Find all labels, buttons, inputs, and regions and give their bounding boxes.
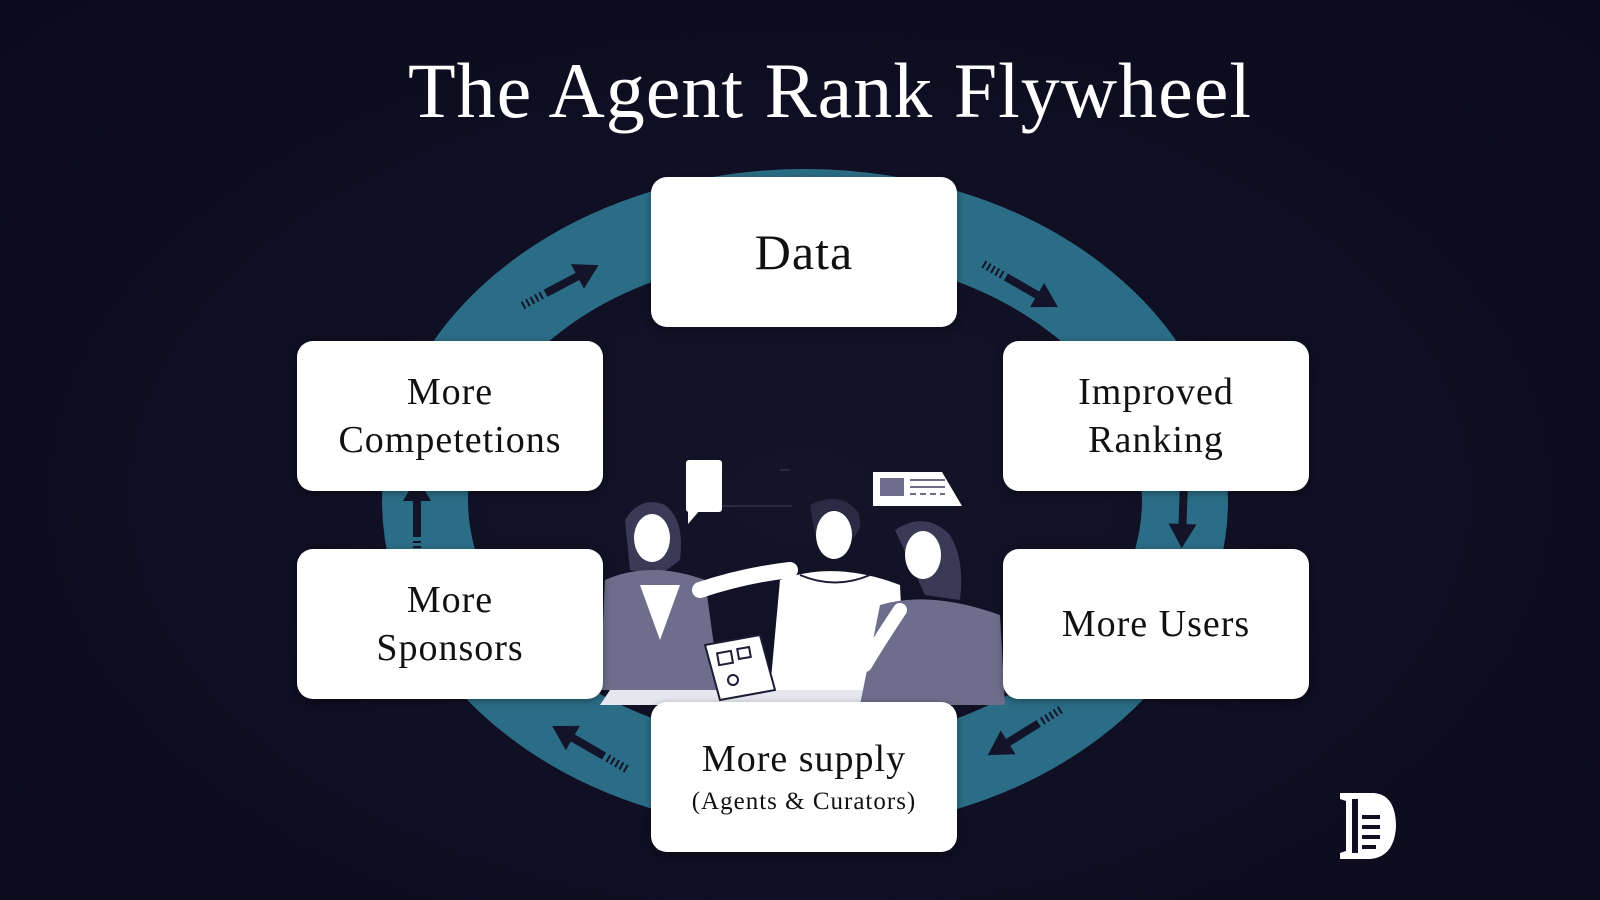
- node-more-supply-label: More supply: [701, 738, 907, 780]
- node-more-users-label: More Users: [1061, 603, 1251, 645]
- node-improved-ranking-line2: Ranking: [1088, 419, 1224, 461]
- node-more-sponsors: More Sponsors: [297, 549, 603, 699]
- speech-bubble-icon: [686, 460, 792, 524]
- tablet-icon: [703, 633, 777, 702]
- arrow-icon: [520, 264, 599, 310]
- node-more-supply-sublabel: (Agents & Curators): [691, 788, 917, 815]
- page-title: The Agent Rank Flywheel: [407, 47, 1253, 134]
- node-more-sponsors-line2: Sponsors: [376, 627, 524, 669]
- node-more-supply: More supply (Agents & Curators): [651, 702, 957, 852]
- node-more-competetions: More Competetions: [297, 341, 603, 491]
- node-more-sponsors-line1: More: [406, 579, 494, 621]
- node-more-competetions-line2: Competetions: [338, 419, 562, 461]
- message-card-icon: [873, 472, 962, 506]
- node-improved-ranking-line1: Improved: [1078, 371, 1234, 413]
- node-improved-ranking: Improved Ranking: [1003, 341, 1309, 491]
- node-more-users: More Users: [1003, 549, 1309, 699]
- node-data-label: Data: [754, 224, 854, 280]
- person-right: [858, 521, 1005, 705]
- person-left: [600, 502, 798, 690]
- node-data: Data: [651, 177, 957, 327]
- logo-icon: [1340, 793, 1396, 859]
- node-more-competetions-line1: More: [406, 371, 494, 413]
